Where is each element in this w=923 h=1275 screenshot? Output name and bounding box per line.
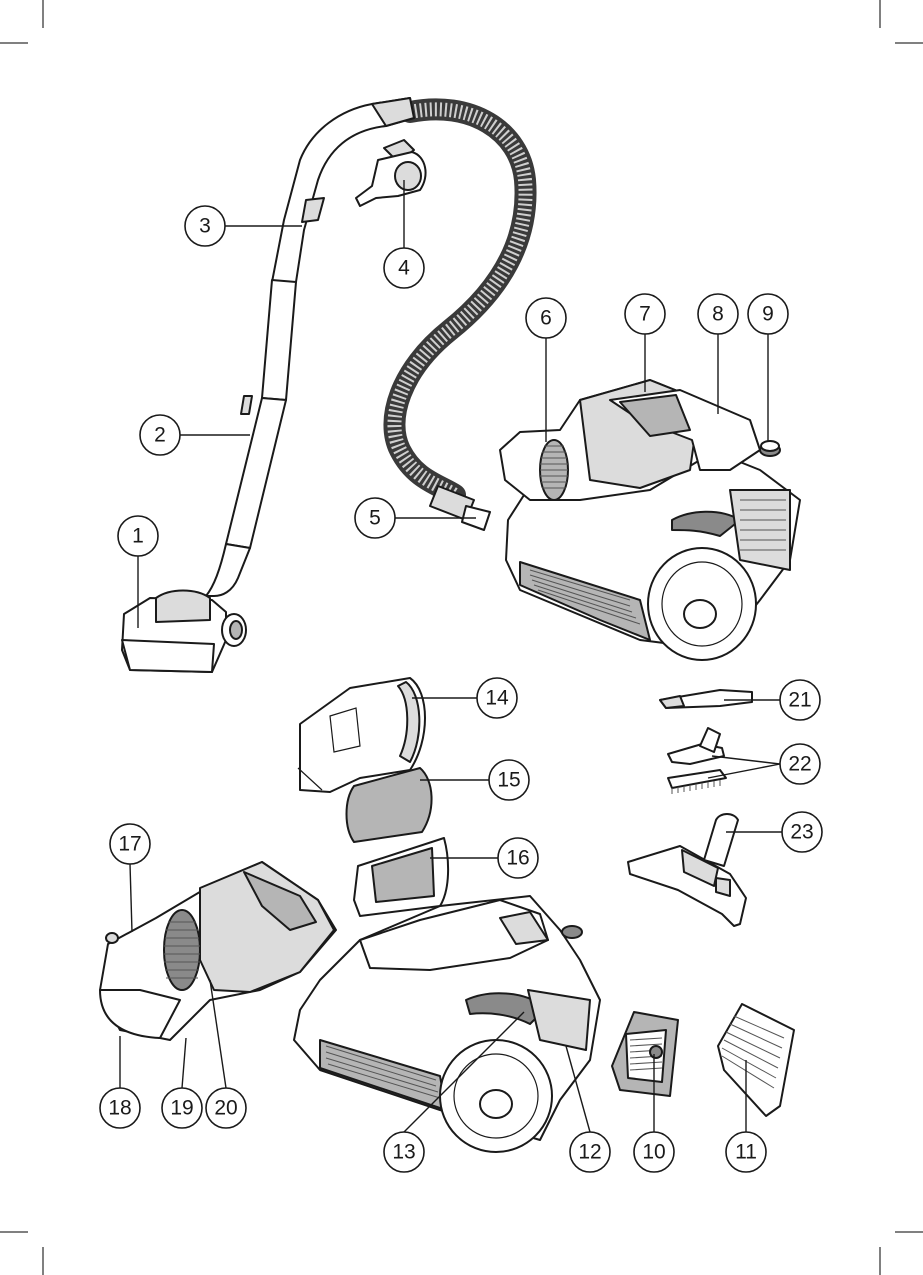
- callout-13-label: 13: [392, 1141, 415, 1164]
- callout-13: 13: [384, 1132, 424, 1172]
- callout-2: 2: [140, 415, 180, 455]
- callout-8-label: 8: [712, 303, 724, 326]
- floor-tool: [628, 814, 746, 926]
- callout-17-label: 17: [118, 833, 141, 856]
- callout-20-label: 20: [214, 1097, 237, 1120]
- filter-frame: [354, 838, 448, 916]
- telescopic-tube: [206, 280, 296, 596]
- callout-22: 22: [780, 744, 820, 784]
- tube-clip: [356, 140, 426, 206]
- callout-18: 18: [100, 1088, 140, 1128]
- rear-wheel: [648, 548, 756, 660]
- callout-5-label: 5: [369, 507, 381, 530]
- callout-14: 14: [477, 678, 517, 718]
- callout-22-label: 22: [788, 753, 811, 776]
- exhaust-grille: [718, 1004, 794, 1116]
- callout-9-label: 9: [762, 303, 774, 326]
- callout-3-label: 3: [199, 215, 211, 238]
- callout-12-label: 12: [578, 1141, 601, 1164]
- callout-15: 15: [489, 760, 529, 800]
- callout-7: 7: [625, 294, 665, 334]
- callout-4: 4: [384, 248, 424, 288]
- callout-1: 1: [118, 516, 158, 556]
- dusting-brush: [668, 770, 726, 794]
- floor-nozzle: [122, 591, 246, 673]
- callout-12: 12: [570, 1132, 610, 1172]
- rear-grille: [730, 490, 790, 570]
- callout-6-label: 6: [540, 307, 552, 330]
- upholstery-tool: [668, 728, 724, 764]
- callout-1-label: 1: [132, 525, 144, 548]
- release-button: [760, 441, 780, 456]
- callout-3: 3: [185, 206, 225, 246]
- callout-19: 19: [162, 1088, 202, 1128]
- callout-11-label: 11: [735, 1141, 757, 1164]
- crevice-tool: [660, 690, 752, 708]
- callout-8: 8: [698, 294, 738, 334]
- callout-16-label: 16: [506, 847, 529, 870]
- callout-16: 16: [498, 838, 538, 878]
- callout-21-label: 21: [788, 689, 811, 712]
- callout-11: 11: [726, 1132, 766, 1172]
- callout-10: 10: [634, 1132, 674, 1172]
- callout-9: 9: [748, 294, 788, 334]
- callout-23: 23: [782, 812, 822, 852]
- callout-15-label: 15: [497, 769, 520, 792]
- callout-19-label: 19: [170, 1097, 193, 1120]
- callout-18-label: 18: [108, 1097, 131, 1120]
- callout-5: 5: [355, 498, 395, 538]
- exhaust-filter: [612, 1012, 678, 1096]
- callout-6: 6: [526, 298, 566, 338]
- callout-4-label: 4: [398, 257, 410, 280]
- callout-21: 21: [780, 680, 820, 720]
- callout-10-label: 10: [642, 1141, 665, 1164]
- vacuum-base: [294, 896, 600, 1152]
- callout-20: 20: [206, 1088, 246, 1128]
- callout-7-label: 7: [639, 303, 651, 326]
- callout-17: 17: [110, 824, 150, 864]
- vacuum-cleaner: [500, 380, 800, 660]
- callout-2-label: 2: [154, 424, 166, 447]
- callout-14-label: 14: [485, 687, 509, 710]
- callout-23-label: 23: [790, 821, 813, 844]
